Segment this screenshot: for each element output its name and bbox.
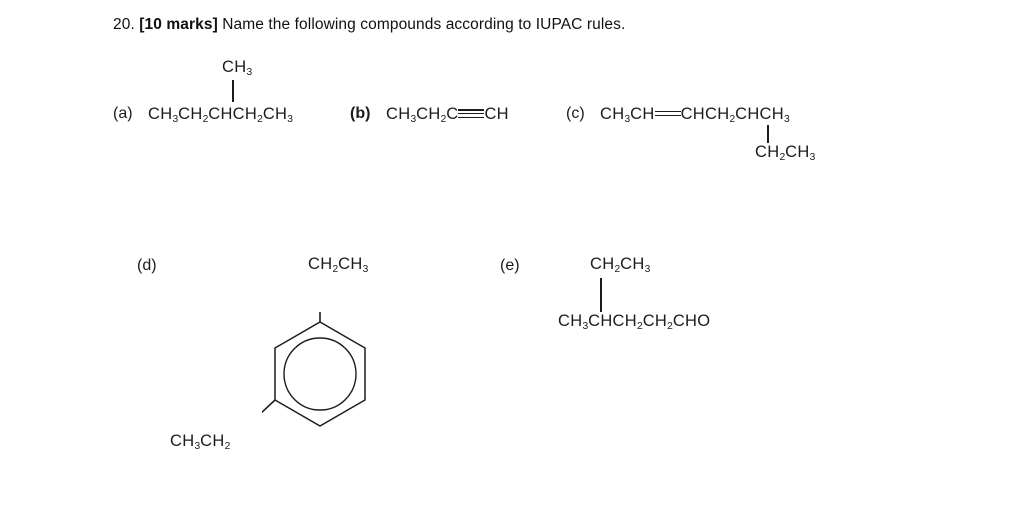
ring-lower-left-substituent-bond — [262, 399, 276, 414]
triple-bond-glyph — [458, 106, 485, 123]
compound-e-branch-formula: CH2CH3 — [590, 255, 651, 276]
compound-a-main-chain: CH3CH2CHCH2CH3 — [148, 105, 293, 126]
compound-b-main-chain: CH3CH2C CH — [386, 105, 509, 126]
compound-d-top-substituent: CH2CH3 — [308, 255, 369, 276]
compound-c-branch-bond — [767, 125, 769, 143]
benzene-ring-structure — [262, 312, 366, 427]
compound-d-label: (d) — [137, 257, 157, 274]
question-marks: [10 marks] — [139, 16, 218, 33]
compound-e-main-chain: CH3CHCH2CH2CHO — [558, 312, 711, 333]
compound-a-label: (a) — [113, 105, 133, 122]
formula-text: CH3CH2CHCH2CH3 — [148, 105, 293, 126]
compound-d-lower-left-substituent: CH3CH2 — [170, 432, 231, 453]
formula-text-right: CH — [484, 105, 509, 123]
compound-c-label: (c) — [566, 105, 585, 122]
formula-text: CH3 — [222, 58, 253, 79]
compound-a-branch-bond — [232, 80, 234, 102]
formula-text: CH2CH3 — [308, 255, 369, 276]
formula-text: CH3CH2 — [170, 432, 231, 453]
compound-b-label: (b) — [350, 105, 371, 122]
formula-text-right: CHCH2CHCH3 — [680, 105, 790, 126]
formula-text: CH2CH3 — [590, 255, 651, 276]
formula-text-left: CH3CH — [600, 105, 655, 126]
compound-c-branch-formula: CH2CH3 — [755, 143, 816, 164]
double-bond-glyph — [654, 106, 681, 123]
formula-text: CH2CH3 — [755, 143, 816, 164]
compound-a-branch-formula: CH3 — [222, 58, 253, 79]
question-header: 20. [10 marks] Name the following compou… — [113, 16, 625, 34]
compound-e-branch-bond — [600, 278, 602, 312]
question-instruction: Name the following compounds according t… — [222, 16, 626, 33]
formula-text-left: CH3CH2C — [386, 105, 459, 126]
compound-e-label: (e) — [500, 257, 520, 274]
aromatic-circle — [283, 337, 357, 411]
benzene-hexagon — [274, 321, 366, 427]
formula-text: CH3CHCH2CH2CHO — [558, 312, 711, 333]
compound-c-main-chain: CH3CH CHCH2CHCH3 — [600, 105, 790, 126]
question-number: 20. — [113, 16, 135, 33]
